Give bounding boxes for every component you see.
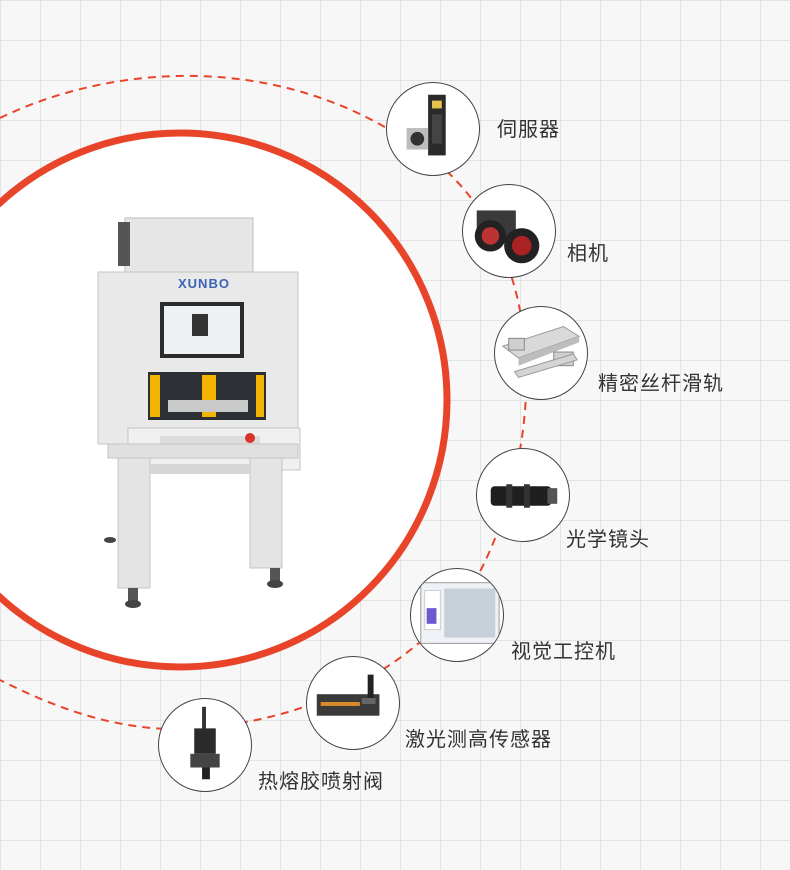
thumb-optical-lens bbox=[476, 448, 570, 542]
label-laser-height-sensor: 激光测高传感器 bbox=[405, 727, 552, 751]
thumb-hot-melt-jet-valve bbox=[158, 698, 252, 792]
brand-logo: XUNBO bbox=[178, 276, 230, 291]
label-camera: 相机 bbox=[567, 241, 609, 265]
label-hot-melt-jet-valve: 热熔胶喷射阀 bbox=[258, 769, 384, 793]
linear-guide-rail-icon bbox=[501, 326, 581, 379]
industrial-pc-icon bbox=[420, 582, 500, 644]
thumb-linear-guide-rail bbox=[494, 306, 588, 400]
label-servo-drive: 伺服器 bbox=[497, 117, 560, 141]
thumb-laser-height-sensor bbox=[306, 656, 400, 750]
dispensing-machine-illustration bbox=[97, 217, 301, 608]
hot-melt-jet-valve-icon bbox=[190, 706, 220, 780]
label-optical-lens: 光学镜头 bbox=[566, 527, 650, 551]
laser-height-sensor-icon bbox=[316, 674, 380, 716]
label-industrial-pc: 视觉工控机 bbox=[511, 639, 616, 663]
optical-lens-icon bbox=[490, 484, 558, 508]
label-linear-guide-rail: 精密丝杆滑轨 bbox=[598, 371, 724, 395]
thumb-camera bbox=[462, 184, 556, 278]
servo-drive-icon bbox=[406, 94, 446, 156]
camera-icon bbox=[474, 210, 540, 264]
thumb-industrial-pc bbox=[410, 568, 504, 662]
thumb-servo-drive bbox=[386, 82, 480, 176]
